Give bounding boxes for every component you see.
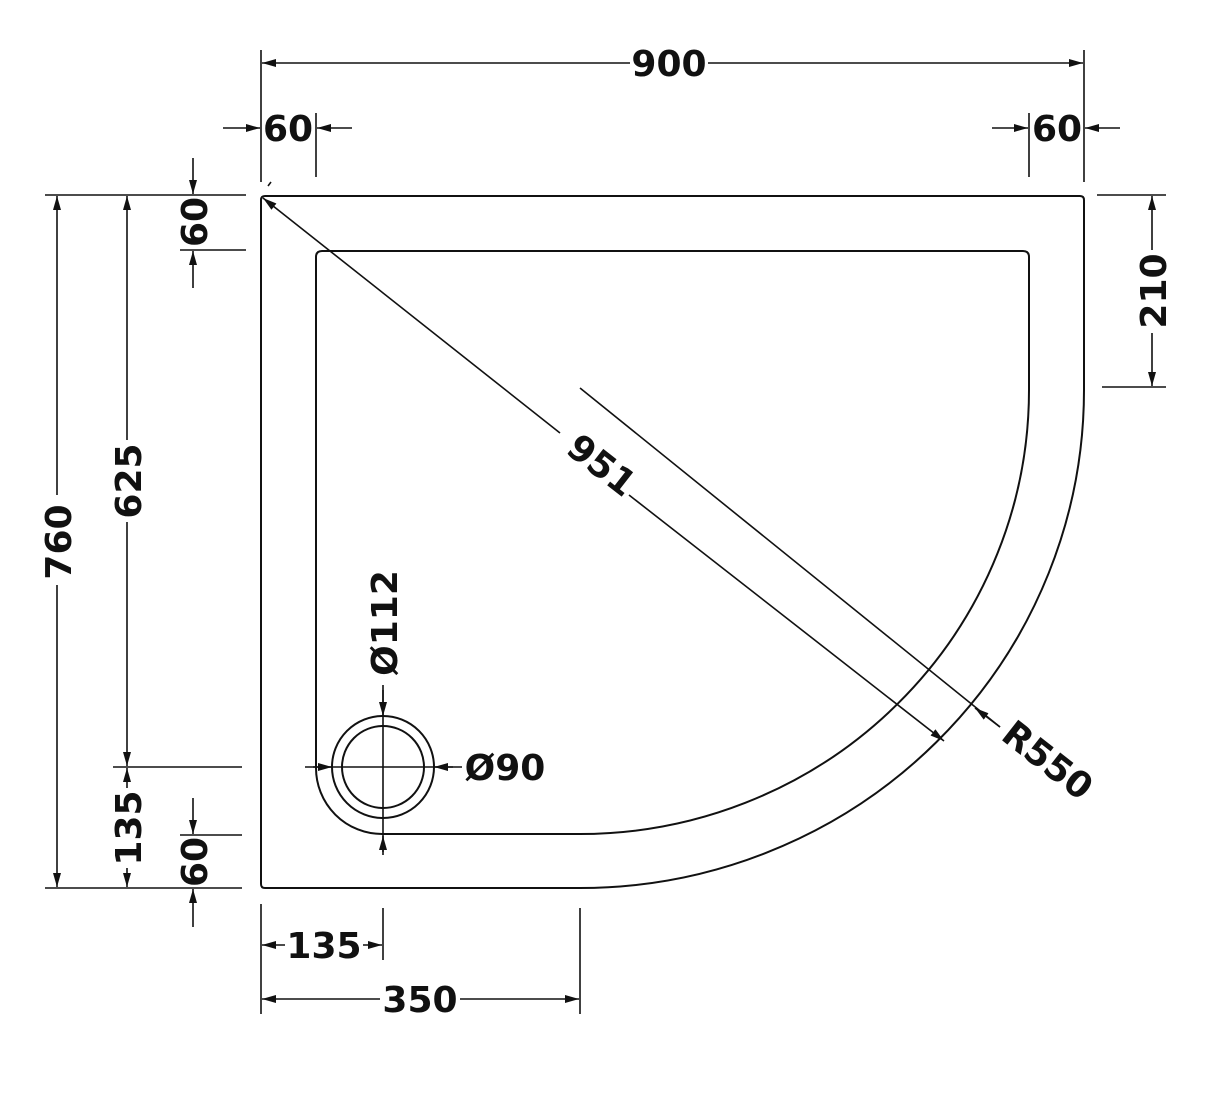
- dim-diagonal: 951: [559, 427, 643, 506]
- dim-radius: R550: [994, 713, 1100, 809]
- dim-rim-top-left: 60: [175, 197, 216, 247]
- dim-waste-from-left: 135: [286, 926, 361, 967]
- dim-overall-width: 900: [631, 44, 706, 85]
- dim-inner-depth: 625: [109, 443, 150, 518]
- dim-rim-left-top: 60: [263, 109, 313, 150]
- dim-waste-from-bottom: 135: [109, 790, 150, 865]
- dim-straight-right: 210: [1134, 253, 1175, 328]
- tray-outer-outline: [260, 195, 1085, 889]
- dim-overall-depth: 760: [39, 504, 80, 579]
- dim-waste-outer-diameter: Ø112: [365, 570, 406, 676]
- dim-waste-inner-diameter: Ø90: [465, 748, 546, 789]
- dim-straight-bottom: 350: [382, 980, 457, 1021]
- tray-inner-outline: [315, 250, 1030, 835]
- dim-rim-right-top: 60: [1032, 109, 1082, 150]
- dim-rim-bottom-left: 60: [175, 837, 216, 887]
